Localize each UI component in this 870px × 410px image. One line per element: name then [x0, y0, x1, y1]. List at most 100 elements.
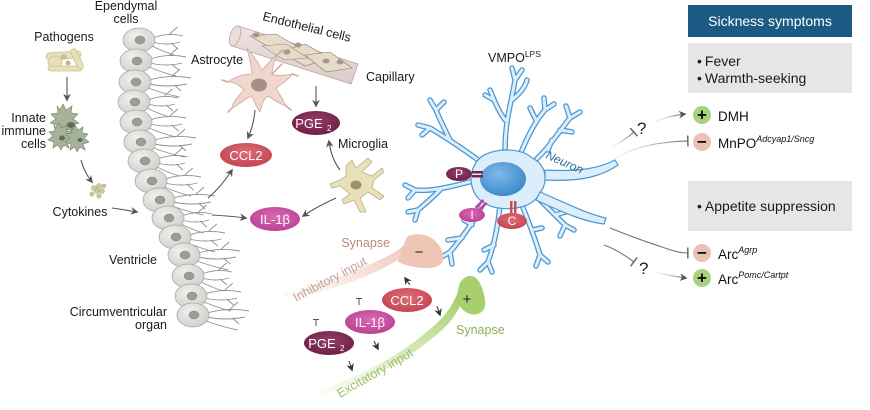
- question-mark-arc-pomc: ?: [639, 259, 648, 278]
- excitatory-input-pathway: [318, 292, 464, 396]
- ccl2-pill-upper: CCL2: [220, 143, 272, 167]
- svg-text:IL-1β: IL-1β: [355, 315, 385, 330]
- svg-text:Pathogens: Pathogens: [34, 30, 94, 44]
- ependymal-cilium: [180, 204, 213, 234]
- ependymal-cilium: [187, 223, 226, 253]
- excitatory-sign: +: [463, 291, 472, 308]
- ependymal-nucleus: [130, 77, 142, 87]
- ependymal-nucleus: [183, 271, 195, 281]
- inhibitory-input-pathway: [283, 236, 414, 300]
- pge2-pill-upper: PGE 2: [292, 111, 340, 135]
- arrow-ependyma-to-ccl2: [207, 168, 233, 199]
- ependymal-nucleus: [134, 35, 146, 45]
- svg-text:•Appetite suppression: •Appetite suppression: [697, 198, 836, 214]
- ventricle-label: Ventricle: [109, 253, 157, 267]
- arrow-cytokines-to-ependyma: [111, 207, 139, 215]
- ependymal-cell: [151, 205, 185, 231]
- ependymal-nucleus: [188, 310, 200, 320]
- capillary-icon: [228, 25, 359, 85]
- svg-text:C: C: [508, 214, 517, 228]
- ependymal-cell: [167, 242, 201, 268]
- svg-text:Circumventricular: Circumventricular: [70, 305, 167, 319]
- svg-text:immune: immune: [2, 124, 47, 138]
- arrow-microglia-to-il1b: [301, 197, 337, 217]
- svg-text:Sickness symptoms: Sickness symptoms: [708, 13, 832, 29]
- svg-text:PGE: PGE: [308, 336, 336, 351]
- circumventricular-organ-label: Circumventricular organ: [70, 305, 167, 332]
- svg-text:P: P: [455, 167, 463, 181]
- connector-to-question-arc-pomc: [603, 244, 638, 267]
- pathogens-icon: [45, 48, 84, 72]
- ependymal-cilium: [163, 167, 202, 197]
- inhibitory-synapse: −: [398, 234, 444, 269]
- receptor-i: I: [459, 199, 488, 222]
- ependymal-cell: [119, 109, 153, 135]
- svg-text:Astrocyte: Astrocyte: [191, 53, 243, 67]
- connector-to-mnpo: [611, 135, 689, 161]
- ependymal-nucleus: [131, 56, 143, 66]
- svg-text:•Warmth-seeking: •Warmth-seeking: [697, 70, 806, 86]
- svg-text:Ventricle: Ventricle: [109, 253, 157, 267]
- ependymal-cilium: [151, 26, 184, 56]
- arrow-ependyma-to-il1b: [211, 213, 248, 222]
- svg-text:organ: organ: [135, 318, 167, 332]
- il1b-pill-upper: IL-1β: [250, 207, 300, 231]
- cytokines-icon: [89, 183, 107, 199]
- arrow-microglia-to-pge2: [325, 139, 341, 171]
- arrow-astrocyte-to-ccl2: [246, 109, 256, 140]
- ependymal-cell: [122, 27, 156, 53]
- ependymal-cilium: [196, 241, 241, 271]
- ependymal-cilium: [148, 108, 187, 138]
- excitatory-synapse-label: Synapse: [456, 323, 505, 337]
- ependymal-cell: [119, 48, 153, 74]
- ependymal-cell-layer: [117, 27, 210, 328]
- ependymal-cilium: [203, 282, 242, 312]
- ependymal-cell: [123, 129, 157, 155]
- cytokines-label: Cytokines: [53, 205, 108, 219]
- microglia-icon: [329, 157, 385, 213]
- ependymal-cilium: [146, 88, 179, 118]
- arrow-ccl2-to-inhibitory: [404, 276, 412, 286]
- svg-text:Ependymal: Ependymal: [95, 0, 158, 13]
- ependymal-nucleus: [135, 137, 147, 147]
- symptom-warmth-seeking: Warmth-seeking: [705, 70, 806, 86]
- svg-text:IL-1β: IL-1β: [260, 212, 290, 227]
- target-dmh: + DMH: [693, 106, 749, 125]
- ccl2-pill-lower: CCL2: [382, 288, 432, 312]
- pge2-pill-lower: PGE 2: [304, 331, 354, 355]
- receptor-c: C: [497, 201, 527, 229]
- sickness-symptoms-header: Sickness symptoms: [688, 5, 852, 37]
- excitatory-input-label: Excitatory input: [335, 345, 416, 400]
- svg-text:ArcPomc/Cartpt: ArcPomc/Cartpt: [718, 270, 789, 287]
- ependymal-cilium: [156, 147, 189, 177]
- ependymal-cells-label: Ependymal cells: [95, 0, 158, 26]
- receptor-p: P: [446, 167, 483, 181]
- svg-text:•Fever: •Fever: [697, 53, 741, 69]
- ependymal-nucleus: [170, 232, 182, 242]
- ependymal-nucleus: [146, 176, 158, 186]
- pathogens-label: Pathogens: [34, 30, 94, 44]
- svg-text:Capillary: Capillary: [366, 70, 415, 84]
- svg-text:Innate: Innate: [11, 111, 46, 125]
- target-arc-agrp: − ArcAgrp: [693, 244, 757, 263]
- svg-text:cells: cells: [21, 137, 46, 151]
- plus-icon: +: [697, 106, 707, 125]
- ependymal-nucleus: [179, 250, 191, 260]
- svg-text:Synapse: Synapse: [456, 323, 505, 337]
- arrow-pge2-to-excitatory: [346, 360, 354, 372]
- astrocyte-label: Astrocyte: [191, 53, 243, 67]
- inhibitory-synapse-label: Synapse: [341, 236, 390, 250]
- connector-to-arc-pomc: [654, 271, 688, 282]
- minus-icon: −: [697, 244, 707, 263]
- target-arc-pomc-cartpt: + ArcPomc/Cartpt: [693, 269, 789, 288]
- question-mark-dmh: ?: [637, 119, 646, 138]
- minus-icon: −: [697, 133, 707, 152]
- symptom-appetite-suppression: Appetite suppression: [705, 198, 836, 214]
- symptom-box-appetite: •Appetite suppression: [688, 181, 852, 231]
- svg-text:Excitatory input: Excitatory input: [335, 345, 416, 400]
- capillary-label: Capillary: [366, 70, 415, 84]
- ependymal-cilium: [152, 128, 197, 158]
- svg-text:VMPOLPS: VMPOLPS: [488, 49, 541, 65]
- ependymal-cell: [176, 302, 210, 328]
